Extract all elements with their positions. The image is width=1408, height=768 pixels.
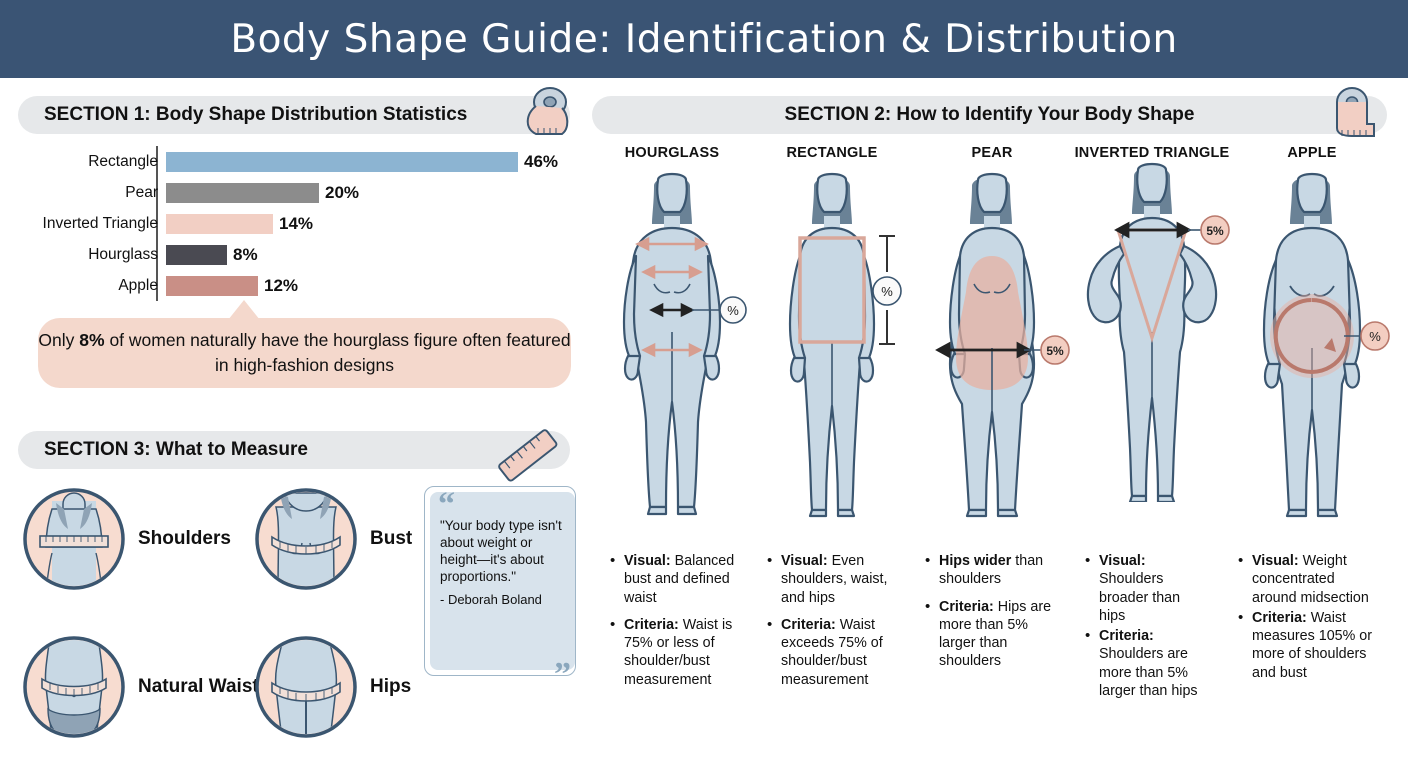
bullet-text: Waist measures 105% or more of shoulders… <box>1252 609 1372 681</box>
shoulders-measure-icon <box>23 488 125 590</box>
chart-axis-line <box>156 146 158 301</box>
hips-measure-icon <box>255 636 357 738</box>
measure-label: Shoulders <box>138 528 231 549</box>
shape-title: HOURGLASS <box>624 145 720 161</box>
quote-open-mark: “ <box>438 486 455 523</box>
section-3-title: SECTION 3: What to Measure <box>44 439 308 460</box>
apple-badge-text: % <box>1369 329 1381 344</box>
shape-title: PEAR <box>971 145 1013 161</box>
measure-item-shoulders: Shoulders <box>22 487 231 591</box>
bar-apple <box>166 275 258 296</box>
bullets-hourglass: Visual: Balanced bust and defined waist … <box>610 551 760 698</box>
measure-item-bust: Bust <box>254 487 412 591</box>
rectangle-badge-text: % <box>881 284 893 299</box>
bullets-pear: Hips wider than shoulders Criteria: Hips… <box>925 551 1055 680</box>
bullet-text: Shoulders broader than hips <box>1099 571 1181 624</box>
bar-label: Pear <box>125 183 158 201</box>
callout-rest: of women naturally have the hourglass fi… <box>104 329 571 375</box>
quote-close-mark: ” <box>554 656 571 693</box>
bust-measure-icon <box>255 488 357 590</box>
list-item: Criteria: Waist is 75% or less of should… <box>610 615 760 689</box>
quote-text: "Your body type isn't about weight or he… <box>440 518 562 584</box>
bullet-text: Waist is 75% or less of shoulder/bust me… <box>624 616 733 688</box>
measure-item-natural-waist: Natural Waist <box>22 635 259 739</box>
list-item: Criteria: Shoulders are more than 5% lar… <box>1085 626 1210 700</box>
apple-figure: % <box>1262 173 1390 518</box>
rectangle-figure: % <box>788 173 902 518</box>
table-row: Pear 20% <box>18 177 573 208</box>
tape-measure-icon <box>526 87 569 135</box>
section-2-title: SECTION 2: How to Identify Your Body Sha… <box>784 104 1195 125</box>
table-row: Rectangle 46% <box>18 146 573 177</box>
inverted-triangle-figure: 5% <box>1086 163 1230 504</box>
callout-pointer <box>228 300 260 320</box>
bar-value: 12% <box>264 275 299 295</box>
section-3-header: SECTION 3: What to Measure <box>18 431 570 469</box>
hourglass-figure: % <box>622 173 747 516</box>
bar-hourglass <box>166 244 227 265</box>
bullet-text: Shoulders are more than 5% larger than h… <box>1099 646 1198 700</box>
shape-title: APPLE <box>1287 145 1337 161</box>
distribution-bar-chart: Rectangle 46% Pear 20% Inverted Triangle… <box>18 146 573 301</box>
bar-value: 46% <box>524 151 559 171</box>
shape-column-inverted-triangle: INVERTED TRIANGLE <box>1072 144 1232 507</box>
bar-pear <box>166 182 319 203</box>
shape-column-rectangle: RECTANGLE <box>752 144 912 527</box>
callout-text: Only 8% of women naturally have the hour… <box>38 328 571 379</box>
page-banner: Body Shape Guide: Identification & Distr… <box>0 0 1408 78</box>
bar-value: 14% <box>279 213 314 233</box>
ruler-icon <box>498 429 558 482</box>
bullet-text: Waist exceeds 75% of shoulder/bust measu… <box>781 616 883 688</box>
bar-rectangle <box>166 151 518 172</box>
bullet-label: Criteria: <box>781 616 836 633</box>
tape-measure-icon <box>1336 87 1375 137</box>
pear-figure: 5% <box>935 173 1070 518</box>
bullet-label: Criteria: <box>624 616 679 633</box>
bullet-label: Criteria: <box>939 598 994 615</box>
section-1-header: SECTION 1: Body Shape Distribution Stati… <box>18 96 570 134</box>
quote-box: “ "Your body type isn't about weight or … <box>430 488 575 692</box>
section-1-title: SECTION 1: Body Shape Distribution Stati… <box>44 104 468 125</box>
pear-badge-text: 5% <box>1046 344 1064 358</box>
bar-label: Inverted Triangle <box>42 214 158 232</box>
bar-label: Apple <box>118 276 158 294</box>
section-2-header: SECTION 2: How to Identify Your Body Sha… <box>592 96 1387 134</box>
measure-icons-grid: Shoulders <box>22 487 442 747</box>
bar-inverted-triangle <box>166 213 273 234</box>
shape-title: INVERTED TRIANGLE <box>1074 145 1230 161</box>
page-title: Body Shape Guide: Identification & Distr… <box>230 16 1178 62</box>
bar-value: 8% <box>233 244 258 264</box>
bullets-apple: Visual: Weight concentrated around midse… <box>1238 551 1378 691</box>
inverted-triangle-badge-text: 5% <box>1206 224 1224 238</box>
quote-author: - Deborah Boland <box>440 591 542 607</box>
measure-label: Hips <box>370 676 412 697</box>
bar-label: Hourglass <box>88 245 158 263</box>
waist-measure-icon <box>23 636 125 738</box>
hourglass-badge-text: % <box>727 303 739 318</box>
bullets-rectangle: Visual: Even shoulders, waist, and hips … <box>767 551 902 698</box>
bullet-text: Hips are more than 5% larger than should… <box>939 598 1052 670</box>
measure-label: Bust <box>370 528 413 549</box>
table-row: Apple 12% <box>18 270 573 301</box>
measure-label: Natural Waist <box>138 676 259 697</box>
shape-title: RECTANGLE <box>786 145 878 161</box>
table-row: Inverted Triangle 14% <box>18 208 573 239</box>
list-item: Criteria: Waist measures 105% or more of… <box>1238 608 1378 682</box>
hourglass-callout: Only 8% of women naturally have the hour… <box>38 318 571 388</box>
callout-prefix: Only <box>38 329 80 350</box>
list-item: Criteria: Waist exceeds 75% of shoulder/… <box>767 615 902 689</box>
body-shapes-row: HOURGLASS <box>592 144 1392 564</box>
bar-value: 20% <box>325 182 360 202</box>
bullets-inverted-triangle: Visual: Shoulders broader than hips Crit… <box>1085 551 1210 709</box>
measure-item-hips: Hips <box>254 635 411 739</box>
shape-column-pear: PEAR <box>912 144 1072 527</box>
list-item: Criteria: Hips are more than 5% larger t… <box>925 597 1055 671</box>
bullet-label: Criteria: <box>1252 609 1307 626</box>
bar-label: Rectangle <box>88 152 158 170</box>
table-row: Hourglass 8% <box>18 239 573 270</box>
shape-column-hourglass: HOURGLASS <box>592 144 752 527</box>
shape-column-apple: APPLE <box>1232 144 1392 527</box>
bullet-label: Criteria: <box>1099 628 1154 645</box>
callout-bold-value: 8% <box>79 329 105 350</box>
